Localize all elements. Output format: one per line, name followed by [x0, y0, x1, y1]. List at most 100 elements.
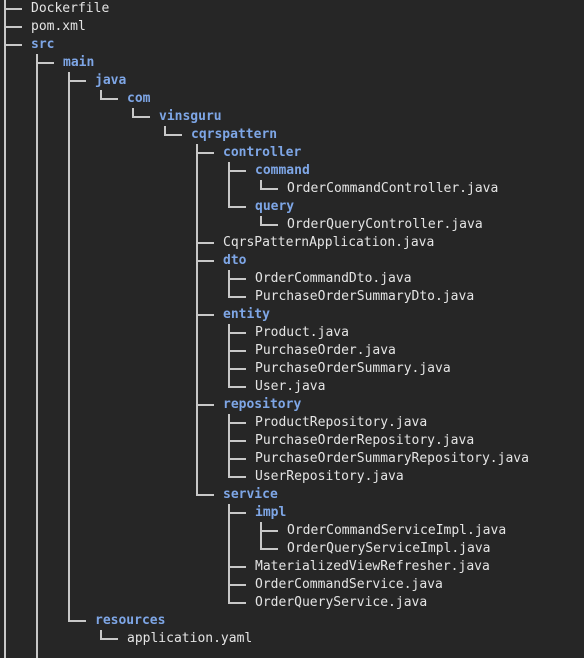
tree-branch-line: [4, 8, 22, 10]
tree-guide-line: [4, 180, 6, 198]
tree-file-row[interactable]: ProductRepository.java: [0, 414, 584, 432]
tree-folder-row[interactable]: cqrspattern: [0, 126, 584, 144]
tree-branch-line: [260, 216, 262, 226]
tree-file-row[interactable]: application.yaml: [0, 630, 584, 648]
tree-branch-line: [260, 180, 262, 190]
tree-branch-line: [228, 368, 246, 370]
folder-name: impl: [255, 505, 287, 520]
tree-branch-line: [228, 584, 246, 586]
tree-branch-line: [228, 332, 246, 334]
tree-folder-row[interactable]: src: [0, 36, 584, 54]
tree-file-row[interactable]: PurchaseOrder.java: [0, 342, 584, 360]
file-name: MaterializedViewRefresher.java: [255, 559, 490, 574]
tree-folder-row[interactable]: impl: [0, 504, 584, 522]
tree-branch-line: [4, 26, 22, 28]
tree-branch-line: [260, 188, 278, 190]
file-name: OrderCommandServiceImpl.java: [287, 523, 507, 538]
file-name: PurchaseOrder.java: [255, 343, 396, 358]
tree-guide-line: [68, 432, 70, 450]
tree-guide-line: [196, 198, 198, 216]
tree-file-row[interactable]: PurchaseOrderSummaryDto.java: [0, 288, 584, 306]
tree-folder-row[interactable]: entity: [0, 306, 584, 324]
tree-guide-line: [4, 252, 6, 270]
tree-file-row[interactable]: pom.xml: [0, 18, 584, 36]
tree-file-row[interactable]: OrderCommandService.java: [0, 576, 584, 594]
tree-branch-line: [228, 468, 230, 478]
tree-file-row[interactable]: PurchaseOrderSummaryRepository.java: [0, 450, 584, 468]
file-name: User.java: [255, 379, 326, 394]
tree-guide-line: [4, 90, 6, 108]
tree-file-row[interactable]: UserRepository.java: [0, 468, 584, 486]
tree-file-row[interactable]: CqrsPatternApplication.java: [0, 234, 584, 252]
tree-file-row[interactable]: User.java: [0, 378, 584, 396]
tree-guide-line: [68, 306, 70, 324]
tree-guide-line: [36, 468, 38, 486]
tree-guide-line: [68, 594, 70, 612]
tree-file-row[interactable]: OrderQueryService.java: [0, 594, 584, 612]
tree-guide-line: [68, 558, 70, 576]
tree-guide-line: [36, 486, 38, 504]
tree-guide-line: [4, 414, 6, 432]
file-name: PurchaseOrderSummary.java: [255, 361, 451, 376]
folder-name: service: [223, 487, 278, 502]
tree-file-row[interactable]: Dockerfile: [0, 0, 584, 18]
tree-guide-line: [36, 198, 38, 216]
tree-folder-row[interactable]: resources: [0, 612, 584, 630]
tree-guide-line: [4, 162, 6, 180]
tree-folder-row[interactable]: main: [0, 54, 584, 72]
tree-folder-row[interactable]: java: [0, 72, 584, 90]
tree-branch-line: [196, 242, 214, 244]
tree-file-row[interactable]: OrderCommandController.java: [0, 180, 584, 198]
tree-guide-line: [4, 630, 6, 648]
tree-branch-line: [228, 198, 230, 208]
folder-name: src: [31, 37, 55, 52]
tree-guide-line: [4, 234, 6, 252]
tree-file-row[interactable]: OrderCommandServiceImpl.java: [0, 522, 584, 540]
tree-file-row[interactable]: OrderCommandDto.java: [0, 270, 584, 288]
tree-guide-line: [196, 468, 198, 486]
tree-folder-row[interactable]: vinsguru: [0, 108, 584, 126]
tree-folder-row[interactable]: query: [0, 198, 584, 216]
folder-name: repository: [223, 397, 302, 412]
tree-file-row[interactable]: OrderQueryController.java: [0, 216, 584, 234]
tree-folder-row[interactable]: com: [0, 90, 584, 108]
tree-branch-line: [196, 404, 214, 406]
tree-guide-line: [196, 378, 198, 396]
tree-guide-line: [4, 306, 6, 324]
tree-guide-line: [36, 90, 38, 108]
tree-file-row[interactable]: PurchaseOrderRepository.java: [0, 432, 584, 450]
tree-guide-line: [68, 486, 70, 504]
tree-branch-line: [228, 206, 246, 208]
tree-file-row[interactable]: PurchaseOrderSummary.java: [0, 360, 584, 378]
tree-guide-line: [4, 594, 6, 612]
tree-guide-line: [36, 540, 38, 558]
tree-guide-line: [4, 198, 6, 216]
tree-guide-line: [36, 432, 38, 450]
folder-name: query: [255, 199, 295, 214]
tree-branch-line: [68, 80, 86, 82]
folder-name: resources: [95, 613, 166, 628]
tree-guide-line: [4, 144, 6, 162]
tree-guide-line: [4, 324, 6, 342]
tree-folder-row[interactable]: controller: [0, 144, 584, 162]
tree-file-row[interactable]: MaterializedViewRefresher.java: [0, 558, 584, 576]
tree-folder-row[interactable]: command: [0, 162, 584, 180]
file-name: Dockerfile: [31, 1, 110, 16]
tree-folder-row[interactable]: repository: [0, 396, 584, 414]
tree-guide-line: [36, 288, 38, 306]
tree-guide-line: [196, 324, 198, 342]
tree-branch-line: [196, 494, 214, 496]
tree-file-row[interactable]: OrderQueryServiceImpl.java: [0, 540, 584, 558]
tree-guide-line: [36, 576, 38, 594]
tree-guide-line: [68, 288, 70, 306]
tree-guide-line: [68, 270, 70, 288]
file-name: PurchaseOrderRepository.java: [255, 433, 475, 448]
tree-file-row[interactable]: Product.java: [0, 324, 584, 342]
tree-guide-line: [4, 396, 6, 414]
tree-guide-line: [68, 144, 70, 162]
tree-guide-line: [68, 414, 70, 432]
tree-guide-line: [68, 216, 70, 234]
tree-folder-row[interactable]: dto: [0, 252, 584, 270]
tree-folder-row[interactable]: service: [0, 486, 584, 504]
file-name: CqrsPatternApplication.java: [223, 235, 435, 250]
